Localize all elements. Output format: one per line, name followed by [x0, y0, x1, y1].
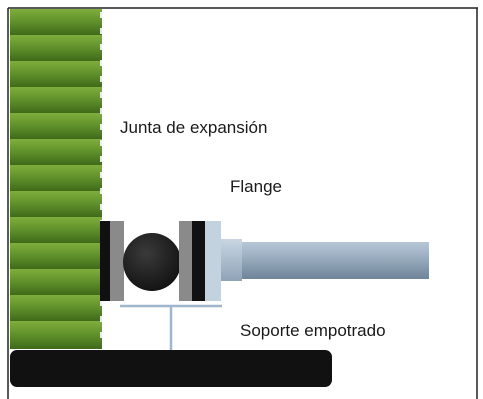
frame-border — [7, 7, 478, 399]
flange-label: Flange — [230, 177, 282, 196]
concrete-wall — [10, 9, 102, 349]
base-slab — [10, 350, 332, 387]
flange-stub — [218, 239, 242, 281]
joint-flange-black — [192, 221, 205, 301]
support-bracket — [120, 304, 222, 350]
flange-plate — [205, 221, 221, 301]
pipe — [240, 242, 429, 279]
joint-flange-gray — [179, 221, 192, 301]
embedded-support-label: Soporte empotrado — [240, 321, 386, 340]
expansion-joint-ball — [123, 233, 181, 291]
wall-flange-black — [100, 221, 110, 301]
wall-flange-gray — [110, 221, 124, 301]
expansion-joint-label: Junta de expansión — [120, 118, 268, 137]
